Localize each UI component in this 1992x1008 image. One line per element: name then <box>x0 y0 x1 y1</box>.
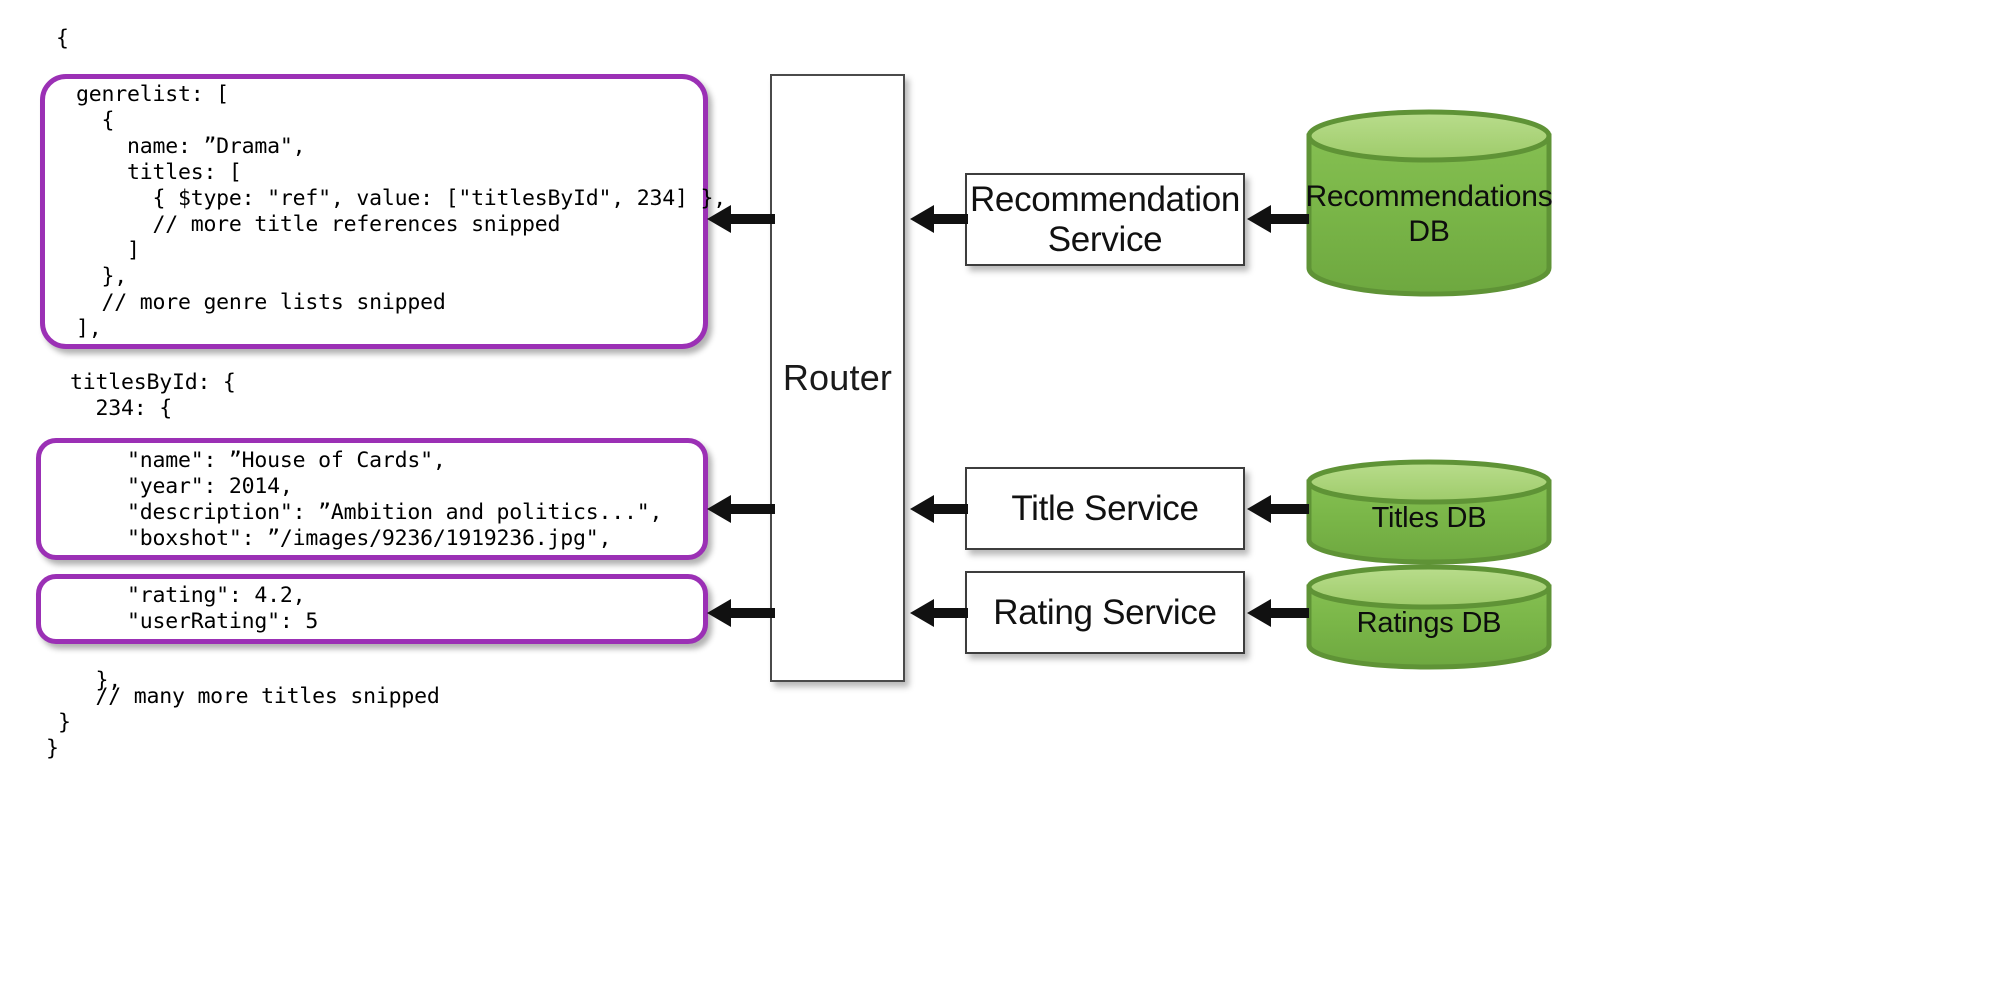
code-line-titles-close: ] <box>76 238 140 263</box>
code-line-many-more-titles-comment: // many more titles snipped <box>70 684 440 709</box>
genrelist-highlight-box <box>40 74 708 349</box>
json-document-panel: { genrelist: [ { name: ”Drama", titles: … <box>0 0 940 1008</box>
rating-details-highlight-box <box>36 574 708 644</box>
code-line-title-description: "description": ”Ambition and politics...… <box>76 500 663 525</box>
titles-db[interactable]: Titles DB <box>1305 459 1553 565</box>
code-line-genrelist-close: ], <box>76 316 102 341</box>
arrow-rating-service-to-router <box>908 597 968 629</box>
code-line-title-id-234: 234: { <box>70 396 172 421</box>
code-line-title-obj-close: }, <box>70 668 121 693</box>
code-line-more-title-refs-comment: // more title references snipped <box>76 212 561 237</box>
arrow-title-service-to-router <box>908 493 968 525</box>
title-service-box[interactable]: Title Service <box>965 467 1245 550</box>
router-label: Router <box>782 357 893 398</box>
router-box[interactable]: Router <box>770 74 905 682</box>
code-line-title-year: "year": 2014, <box>76 474 293 499</box>
arrow-router-to-genrelist-box <box>705 203 775 235</box>
arrow-titles-db-to-service <box>1245 493 1309 525</box>
arrow-router-to-rating-box <box>705 597 775 629</box>
rating-service-box[interactable]: Rating Service <box>965 571 1245 654</box>
arrow-ratings-db-to-service <box>1245 597 1309 629</box>
code-line-title-name: "name": ”House of Cards", <box>76 448 446 473</box>
arrow-router-to-title-box <box>705 493 775 525</box>
code-line-title-ref: { $type: "ref", value: ["titlesById", 23… <box>76 186 726 211</box>
code-line-genre-name: name: ”Drama", <box>76 134 306 159</box>
json-open-brace: { <box>56 26 69 51</box>
title-service-label: Title Service <box>1011 488 1199 528</box>
code-line-genrelist-open: genrelist: [ <box>76 82 229 107</box>
title-details-highlight-box <box>36 438 708 560</box>
code-line-rating: "rating": 4.2, <box>76 583 306 608</box>
code-line-more-genres-comment: // more genre lists snipped <box>76 290 446 315</box>
arrow-recommendations-db-to-service <box>1245 203 1309 235</box>
code-line-root-close: } <box>46 736 59 761</box>
arrow-recommendation-service-to-router <box>908 203 968 235</box>
code-line-user-rating: "userRating": 5 <box>76 609 319 634</box>
rating-service-label: Rating Service <box>993 592 1217 632</box>
code-line-titles-open: titles: [ <box>76 160 242 185</box>
code-line-titlesbyid-open: titlesById: { <box>70 370 236 395</box>
code-line-titlesbyid-close: } <box>58 710 71 735</box>
ratings-db[interactable]: Ratings DB <box>1305 564 1553 670</box>
code-line-title-boxshot: "boxshot": ”/images/9236/1919236.jpg", <box>76 526 612 551</box>
code-line-genre-obj-close: }, <box>76 264 127 289</box>
code-line-genre-obj-open: { <box>76 108 115 133</box>
